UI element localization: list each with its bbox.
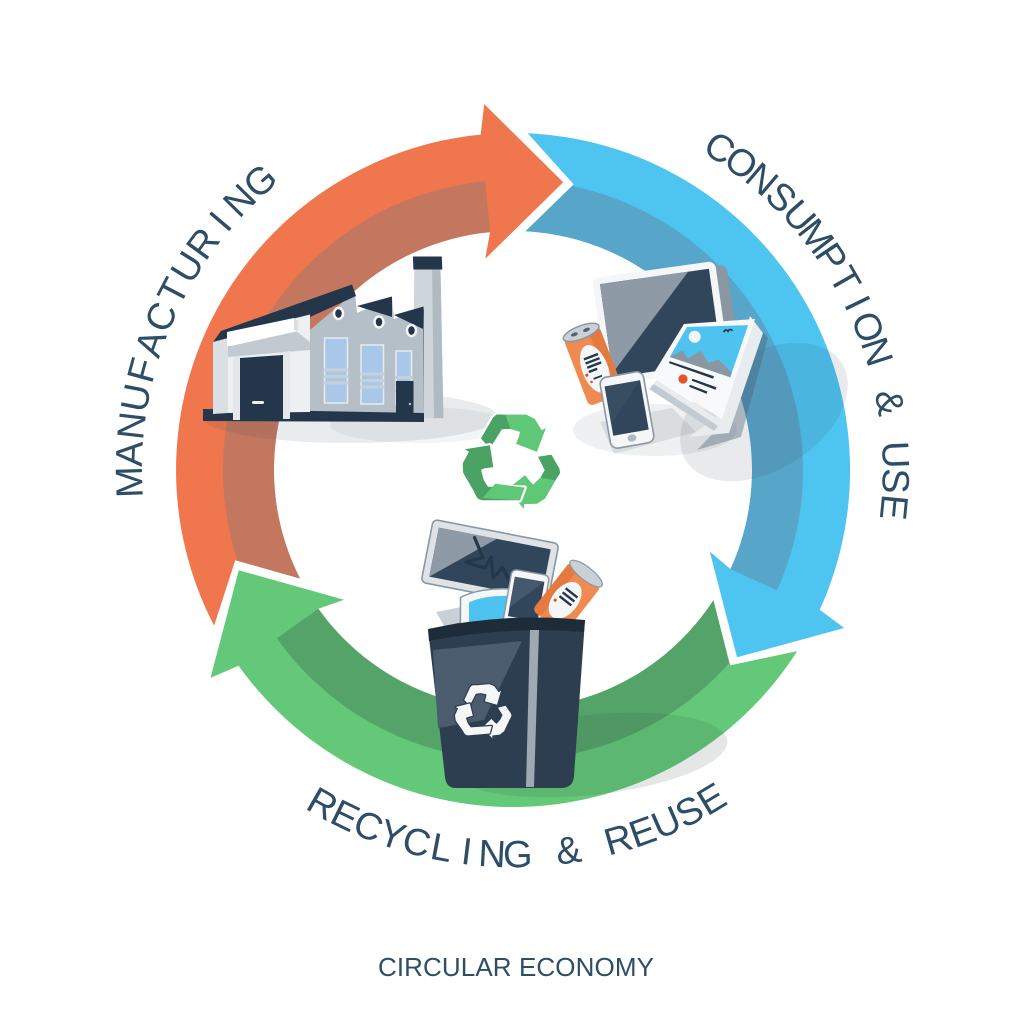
svg-text:M: M (109, 466, 152, 499)
svg-text:N: N (477, 833, 507, 876)
svg-text:G: G (503, 834, 533, 876)
svg-text:N: N (110, 410, 155, 442)
svg-text:CIRCULAR ECONOMY: CIRCULAR ECONOMY (378, 952, 654, 982)
svg-text:E: E (871, 493, 915, 522)
svg-text:S: S (873, 468, 916, 495)
svg-text:&: & (553, 829, 584, 874)
svg-text:U: U (873, 440, 916, 469)
svg-text:I: I (459, 831, 475, 874)
svg-text:A: A (109, 440, 152, 468)
